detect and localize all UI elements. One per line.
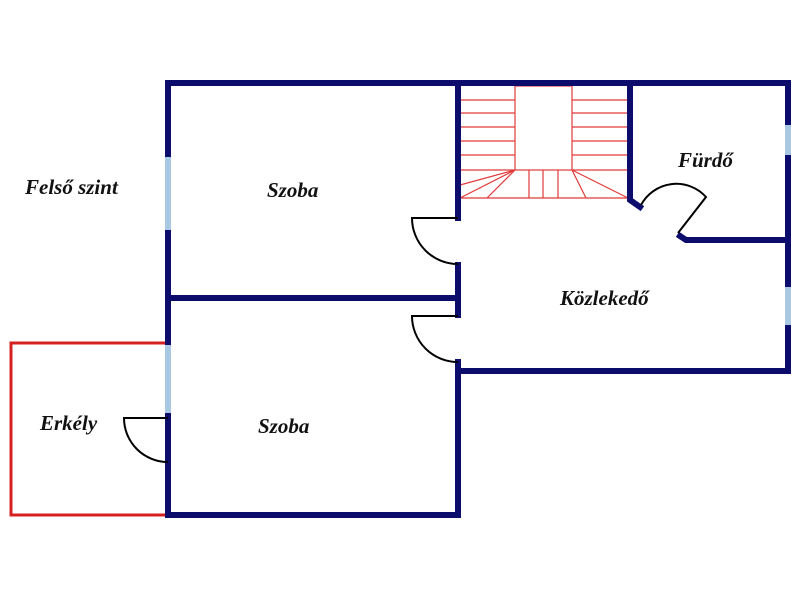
staircase [459, 85, 629, 199]
room-label-balcony: Erkély [39, 411, 98, 435]
walls [165, 80, 791, 518]
room-label-upper-room: Szoba [267, 178, 318, 202]
room-label-hallway: Közlekedő [559, 286, 650, 310]
door-balcony [122, 417, 169, 463]
floor-title: Felső szint [24, 175, 119, 199]
door-upper-room [410, 217, 459, 265]
room-label-bathroom: Fürdő [677, 148, 734, 172]
windows [165, 125, 791, 413]
room-label-lower-room: Szoba [258, 414, 309, 438]
door-bathroom [640, 182, 708, 234]
door-lower-room [410, 315, 459, 363]
